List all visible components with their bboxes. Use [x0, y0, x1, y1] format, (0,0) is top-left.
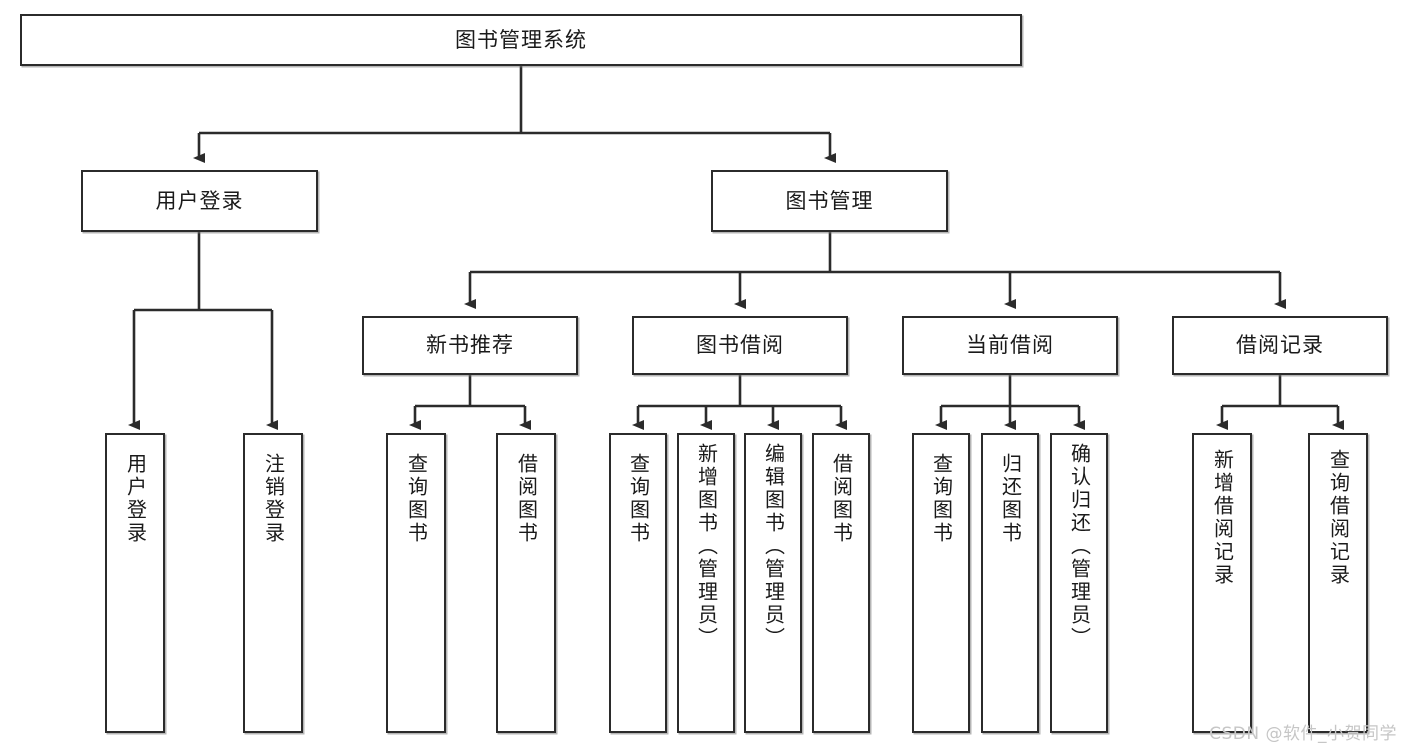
node-leaf-add-record[interactable]: 新增借阅记录 — [1192, 433, 1252, 733]
node-book-management[interactable]: 图书管理 — [711, 170, 948, 232]
node-current-borrow-label: 当前借阅 — [966, 333, 1054, 358]
node-leaf-add-record-label: 新增借阅记录 — [1210, 449, 1235, 587]
node-leaf-return-book-label: 归还图书 — [998, 453, 1023, 545]
node-leaf-edit-book-label: 编辑图书（管理员） — [761, 443, 786, 650]
node-book-borrow-label: 图书借阅 — [696, 333, 784, 358]
node-root-label: 图书管理系统 — [455, 27, 587, 52]
node-new-book-recommend-label: 新书推荐 — [426, 333, 514, 358]
node-leaf-borrow-book-2[interactable]: 借阅图书 — [812, 433, 870, 733]
node-new-book-recommend[interactable]: 新书推荐 — [362, 316, 578, 375]
node-leaf-query-book-3[interactable]: 查询图书 — [912, 433, 970, 733]
node-leaf-query-record[interactable]: 查询借阅记录 — [1308, 433, 1368, 733]
node-leaf-borrow-book-1[interactable]: 借阅图书 — [496, 433, 556, 733]
node-leaf-return-book[interactable]: 归还图书 — [981, 433, 1039, 733]
node-leaf-query-book-1-label: 查询图书 — [404, 453, 429, 545]
node-leaf-user-login-label: 用户登录 — [123, 453, 148, 545]
node-leaf-query-record-label: 查询借阅记录 — [1326, 449, 1351, 587]
node-leaf-confirm-return[interactable]: 确认归还（管理员） — [1050, 433, 1108, 733]
node-leaf-logout-login[interactable]: 注销登录 — [243, 433, 303, 733]
node-leaf-user-login[interactable]: 用户登录 — [105, 433, 165, 733]
node-book-management-label: 图书管理 — [785, 188, 874, 213]
node-leaf-query-book-2-label: 查询图书 — [626, 453, 651, 545]
node-root[interactable]: 图书管理系统 — [20, 14, 1022, 66]
node-current-borrow[interactable]: 当前借阅 — [902, 316, 1118, 375]
node-leaf-logout-login-label: 注销登录 — [261, 453, 286, 545]
node-leaf-edit-book[interactable]: 编辑图书（管理员） — [744, 433, 802, 733]
node-leaf-add-book[interactable]: 新增图书（管理员） — [677, 433, 735, 733]
node-user-login-label: 用户登录 — [155, 188, 244, 213]
node-user-login[interactable]: 用户登录 — [81, 170, 318, 232]
node-borrow-record-label: 借阅记录 — [1236, 333, 1324, 358]
csdn-watermark: CSDN @软件_小贺同学 — [1209, 724, 1397, 744]
node-leaf-query-book-3-label: 查询图书 — [929, 453, 954, 545]
node-leaf-borrow-book-1-label: 借阅图书 — [514, 453, 539, 545]
node-leaf-confirm-return-label: 确认归还（管理员） — [1067, 443, 1092, 650]
node-leaf-add-book-label: 新增图书（管理员） — [694, 443, 719, 650]
node-leaf-borrow-book-2-label: 借阅图书 — [829, 453, 854, 545]
node-borrow-record[interactable]: 借阅记录 — [1172, 316, 1388, 375]
node-leaf-query-book-1[interactable]: 查询图书 — [386, 433, 446, 733]
node-book-borrow[interactable]: 图书借阅 — [632, 316, 848, 375]
node-leaf-query-book-2[interactable]: 查询图书 — [609, 433, 667, 733]
